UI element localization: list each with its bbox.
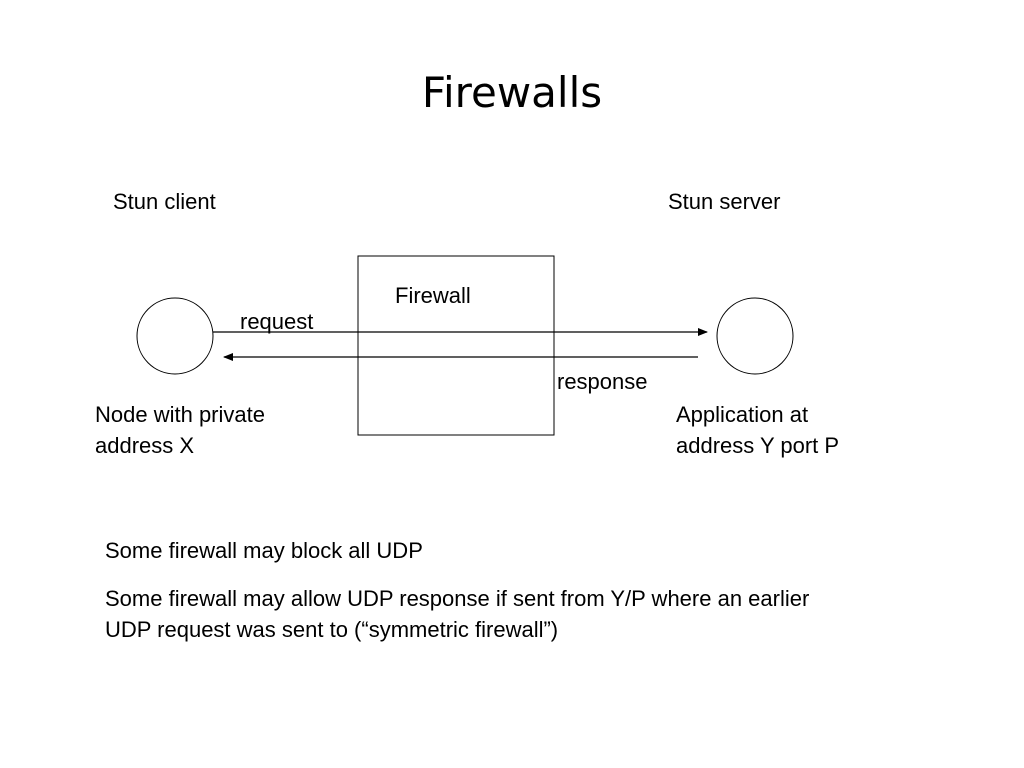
client-description-line1: Node with private xyxy=(95,402,265,427)
client-description-line2: address X xyxy=(95,433,195,458)
notes: Some firewall may block all UDP Some fir… xyxy=(105,535,825,662)
request-label: request xyxy=(240,309,314,334)
slide-title: Firewalls xyxy=(421,68,603,117)
server-description-line2: address Y port P xyxy=(676,433,840,458)
server-node-circle xyxy=(716,297,794,375)
stun-server-label: Stun server xyxy=(668,189,781,214)
server-description: Application at address Y port P xyxy=(676,399,839,461)
server-description-line1: Application at xyxy=(676,402,809,427)
response-label: response xyxy=(557,369,648,394)
note-symmetric-firewall: Some firewall may allow UDP response if … xyxy=(105,586,810,642)
firewall-box xyxy=(357,255,555,436)
client-description: Node with private address X xyxy=(95,399,265,461)
note-block-udp: Some firewall may block all UDP xyxy=(105,538,423,563)
firewall-label: Firewall xyxy=(395,283,471,308)
client-node-circle xyxy=(136,297,214,375)
stun-client-label: Stun client xyxy=(113,189,216,214)
